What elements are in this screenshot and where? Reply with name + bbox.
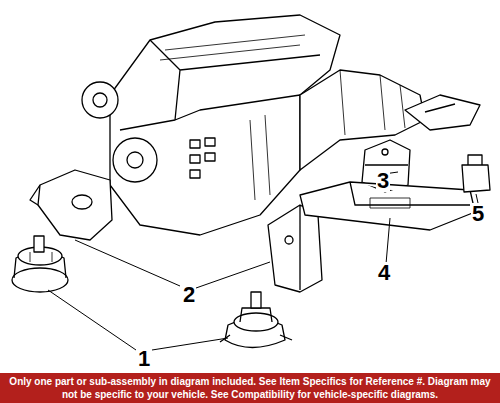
engine-mount bbox=[12, 236, 68, 292]
callout-number: 5 bbox=[471, 203, 485, 225]
callout-number: 3 bbox=[376, 170, 390, 192]
mount-bracket bbox=[30, 185, 40, 205]
bushing bbox=[462, 155, 490, 192]
bracket-hole bbox=[72, 195, 92, 209]
bracket-hole bbox=[285, 236, 293, 244]
leader-line bbox=[48, 172, 478, 350]
callout-number: 1 bbox=[137, 348, 151, 370]
bracket bbox=[405, 95, 480, 130]
engine-mount bbox=[220, 292, 292, 348]
mount-bracket bbox=[38, 170, 112, 240]
mount-bracket bbox=[268, 205, 322, 292]
callout-number: 2 bbox=[182, 284, 196, 306]
callout-number: 4 bbox=[377, 262, 391, 284]
disclaimer-note: Only one part or sub-assembly in diagram… bbox=[0, 373, 500, 403]
crossmember-slot bbox=[370, 198, 410, 208]
bracket-hole bbox=[382, 149, 388, 155]
